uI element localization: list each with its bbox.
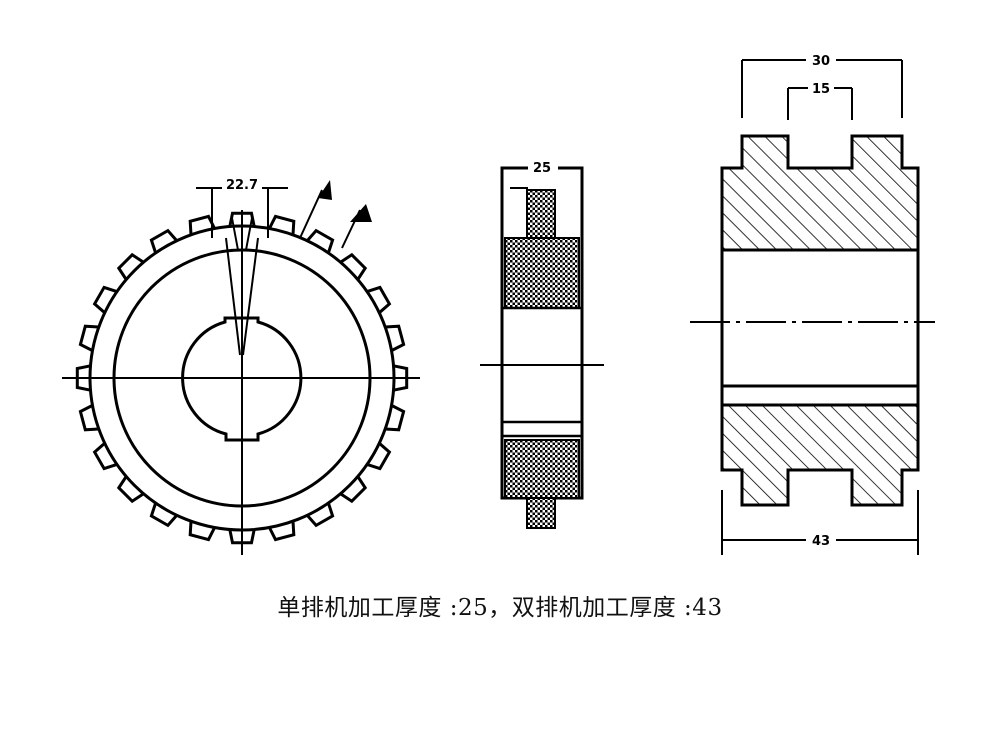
sprocket-tooth (385, 324, 406, 352)
sprocket-tooth (339, 475, 368, 504)
sprocket-tooth (92, 442, 118, 471)
caption: 单排机加工厚度 :25，双排机加工厚度 :43 (277, 595, 723, 621)
leader-arrows (299, 180, 372, 249)
sprocket-tooth (306, 502, 335, 528)
keyway-dimension: 22.7 (196, 178, 288, 238)
sprocket-tooth (116, 475, 145, 504)
sprocket-tooth (339, 252, 368, 281)
sprocket-tooth (92, 285, 118, 314)
tooth-gap-label: 15 (812, 82, 830, 97)
front-view: 22.7 (62, 178, 420, 555)
sprocket-tooth (116, 252, 145, 281)
sprocket-tooth (306, 228, 335, 254)
tooth-span-label: 30 (812, 54, 830, 69)
double-hub-top (720, 134, 920, 252)
single-hub-bottom (504, 439, 580, 499)
tooth-gap-dimension: 15 (787, 81, 853, 120)
sprocket-tooth (385, 404, 406, 432)
sprocket-tooth (188, 521, 216, 542)
sprocket-tooth (366, 285, 392, 314)
single-hub-top (504, 237, 580, 309)
overall-width-dimension: 43 (721, 490, 919, 555)
single-width-label: 25 (533, 161, 551, 176)
single-width-dimension: 25 (502, 160, 582, 189)
sprocket-tooth (268, 521, 296, 542)
single-tooth-top (526, 189, 556, 239)
single-side-view: 25 (480, 160, 604, 529)
sprocket-tooth (366, 442, 392, 471)
sprocket-tooth (78, 404, 99, 432)
sprocket-tooth (268, 214, 296, 235)
keyway-width-label: 22.7 (226, 178, 258, 193)
double-side-view: 30 15 43 (690, 52, 935, 555)
bore-outline (181, 316, 303, 442)
tooth-span-dimension: 30 (741, 52, 903, 118)
overall-width-label: 43 (812, 534, 830, 549)
single-tooth-bottom (526, 497, 556, 529)
double-hub-bottom (720, 403, 920, 507)
sprocket-tooth (78, 324, 99, 352)
sprocket-tooth (149, 228, 178, 254)
sprocket-tooth (149, 502, 178, 528)
